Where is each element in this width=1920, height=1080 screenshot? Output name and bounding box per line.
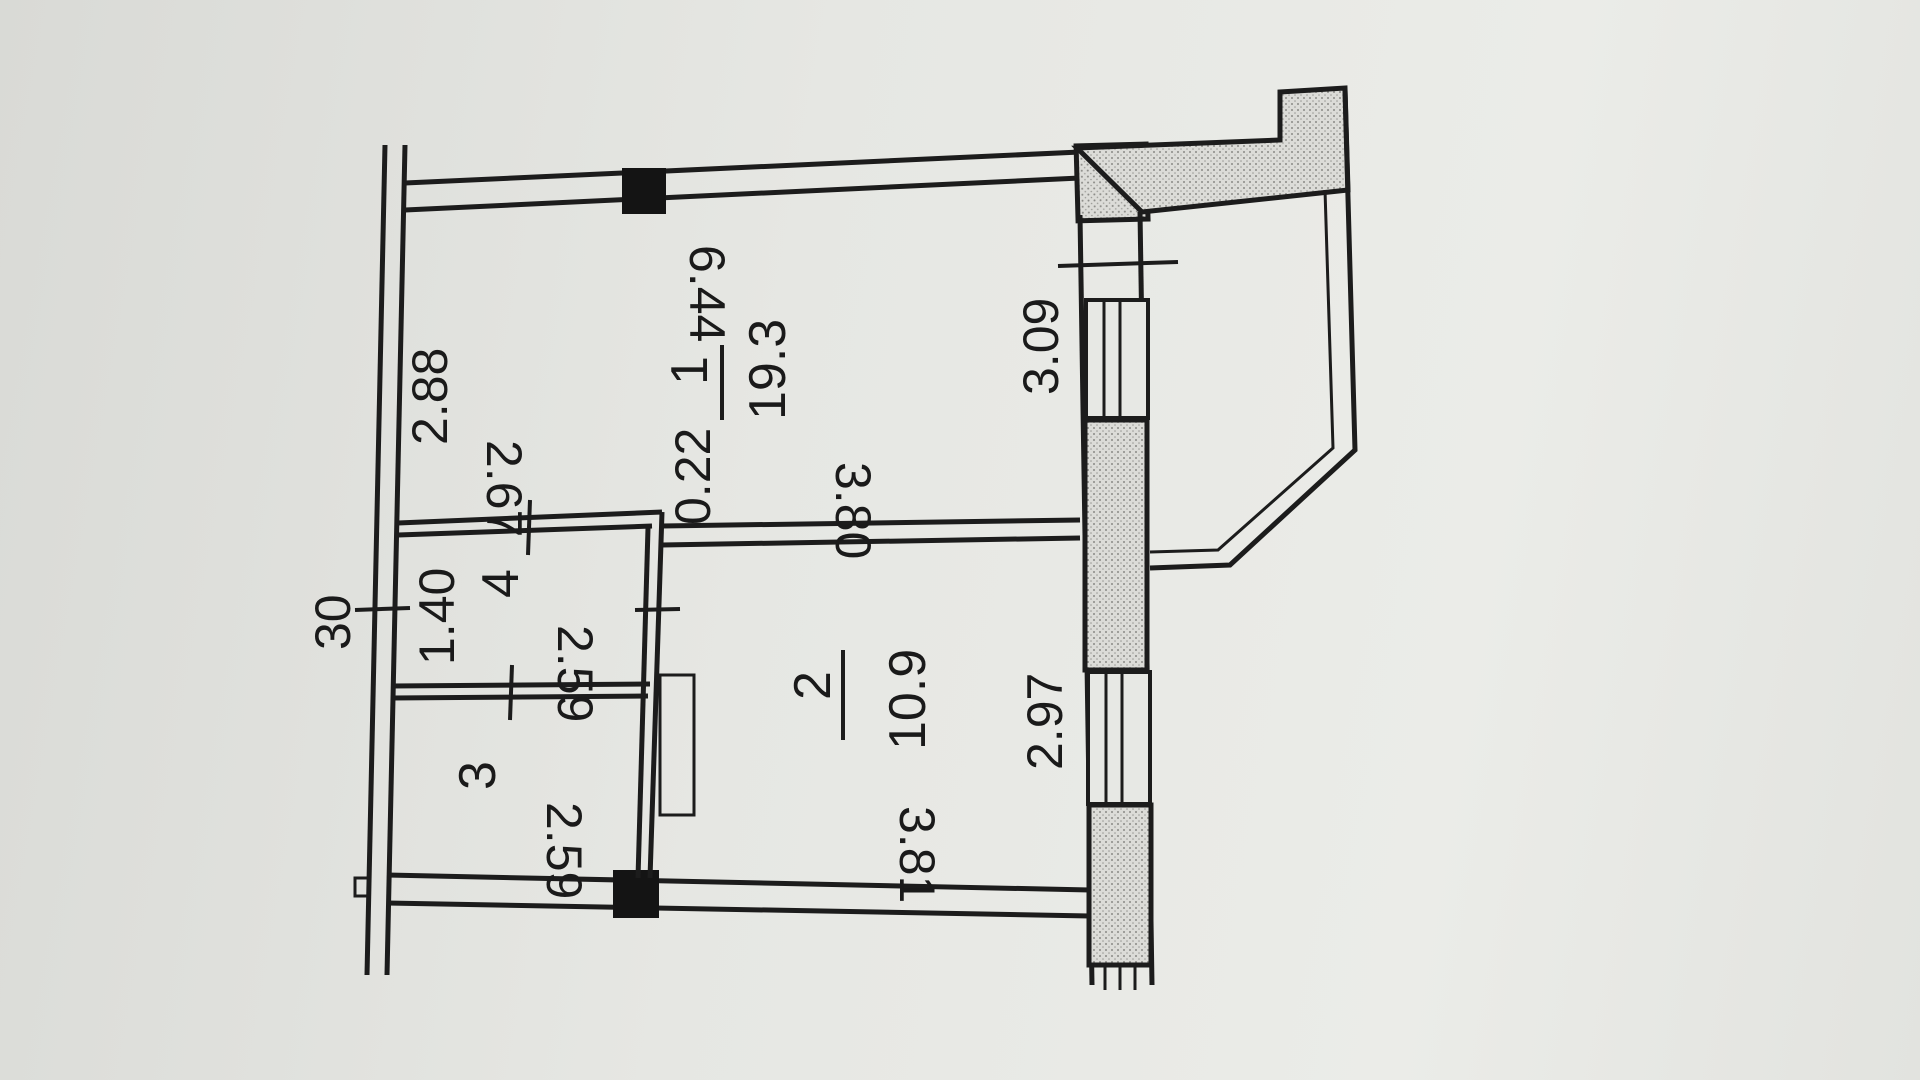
dim-room3-length: 2.59 bbox=[536, 802, 592, 899]
ventilation-duct bbox=[658, 673, 696, 817]
bathroom-block bbox=[391, 509, 696, 879]
dim-room1-width-right: 3.09 bbox=[1013, 298, 1069, 395]
dim-room2-width: 2.97 bbox=[1017, 673, 1073, 770]
dim-outer-wall: 30 bbox=[305, 594, 361, 650]
room-4-number: 4 bbox=[472, 569, 530, 598]
dim-partition-length: 3.80 bbox=[825, 462, 881, 559]
dim-room4-length: 2.59 bbox=[547, 625, 603, 722]
dim-room2-length: 3.81 bbox=[889, 806, 945, 903]
dim-corridor-width: 1.40 bbox=[409, 568, 465, 665]
room-2-number: 2 bbox=[784, 671, 842, 700]
room-1-area: 19.3 bbox=[739, 319, 797, 420]
top-wall bbox=[404, 149, 1081, 214]
room-3-number: 3 bbox=[449, 761, 507, 790]
dimension-ticks bbox=[354, 260, 1179, 721]
balcony bbox=[1149, 89, 1358, 571]
bottom-wall bbox=[386, 870, 1091, 919]
left-outer-wall bbox=[353, 144, 408, 976]
window-room1 bbox=[1084, 298, 1150, 420]
dim-room1-width-left: 2.88 bbox=[402, 348, 458, 445]
partition-wall bbox=[661, 517, 1081, 548]
exterior-wall bbox=[1071, 85, 1351, 990]
room-1-number: 1 bbox=[661, 356, 719, 385]
room-2-area: 10.9 bbox=[879, 649, 937, 750]
window-room2 bbox=[1086, 670, 1152, 806]
dim-corridor-top: 2.67 bbox=[476, 440, 532, 537]
dim-partition-gap: 0.22 bbox=[665, 428, 721, 525]
structural-pier-top bbox=[622, 168, 666, 214]
dim-room1-length: 6.44 bbox=[679, 245, 735, 342]
